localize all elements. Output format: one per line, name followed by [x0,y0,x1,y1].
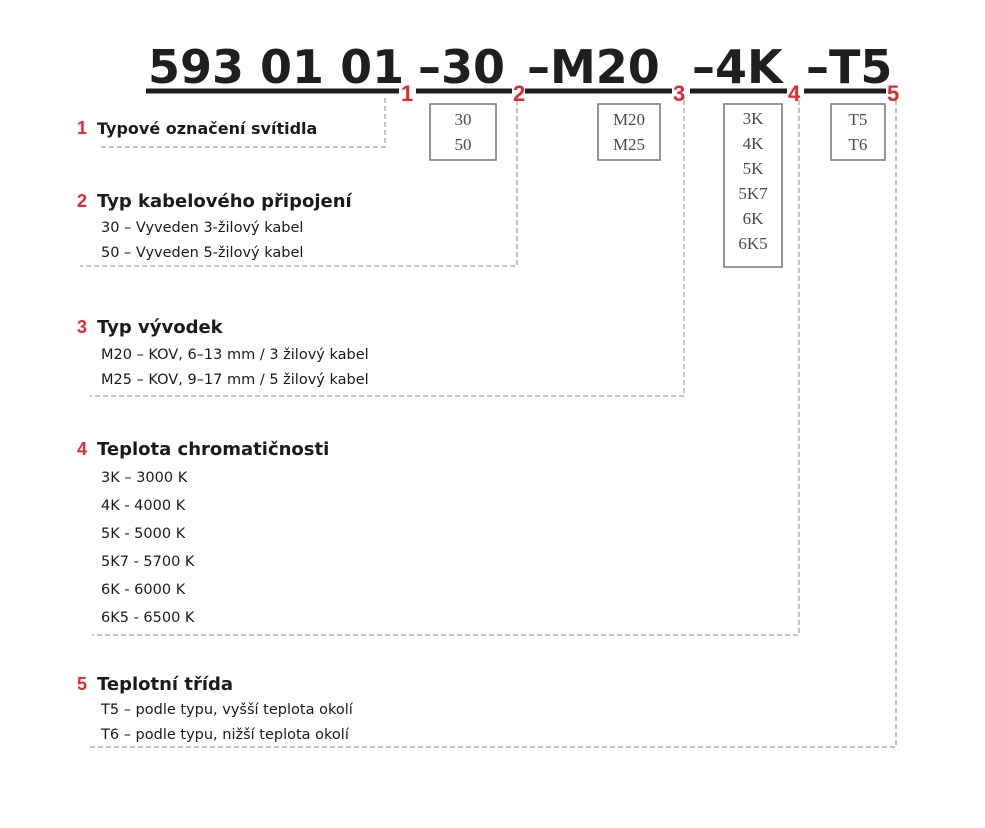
option-value: 30 [455,110,472,129]
option-value: 6K5 [738,234,767,253]
option-value: 4K [743,134,765,153]
connector-5 [90,100,897,748]
section-2: 2 Typ kabelového připojení 30 – Vyveden … [77,191,353,261]
code-number-1: 1 [401,81,413,106]
option-box-cable: 30 50 [429,103,497,161]
code-segment-3: –M20 [527,40,660,94]
option-value: 6K [743,209,765,228]
section-item: M20 – KOV, 6–13 mm / 3 žilový kabel [101,347,369,363]
ordering-code: 593 01 01 1 –30 2 –M20 3 –4K 4 –T5 5 [146,40,899,106]
section-title: Teplotní třída [97,674,233,695]
section-4: 4 Teplota chromatičnosti 3K – 3000 K 4K … [77,439,329,626]
option-value: M20 [613,110,645,129]
option-box-color-temperature: 3K 4K 5K 5K7 6K 6K5 [723,103,783,268]
option-value: M25 [613,135,645,154]
section-title: Typ vývodek [97,317,224,338]
option-value: 5K7 [738,184,768,203]
code-segment-1: 593 01 01 [148,40,404,94]
connector-lines [80,98,897,748]
section-5: 5 Teplotní třída T5 – podle typu, vyšší … [77,674,354,743]
section-item: 5K - 5000 K [101,526,186,542]
section-item: 3K – 3000 K [101,470,188,486]
section-item: 5K7 - 5700 K [101,554,195,570]
section-item: T6 – podle typu, nižší teplota okolí [100,727,350,743]
code-segment-4: –4K [692,40,785,94]
option-value: 5K [743,159,765,178]
code-number-4: 4 [788,81,801,106]
option-value: T6 [849,135,868,154]
code-number-3: 3 [673,81,685,106]
section-number: 1 [77,118,87,138]
option-value: 50 [455,135,472,154]
code-segment-5: –T5 [806,40,892,94]
option-value: 3K [743,109,765,128]
option-box-temperature-class: T5 T6 [830,103,886,161]
section-item: 4K - 4000 K [101,498,186,514]
code-segment-2: –30 [418,40,505,94]
section-1: 1 Typové označení svítidla [77,118,317,138]
connector-3 [90,100,685,397]
section-item: 6K5 - 6500 K [101,610,195,626]
code-number-5: 5 [887,81,899,106]
option-value: T5 [849,110,868,129]
connector-1 [98,98,386,148]
option-box-gland: M20 M25 [597,103,661,161]
section-item: 6K - 6000 K [101,582,186,598]
section-number: 4 [77,439,87,459]
section-title: Teplota chromatičnosti [97,439,329,460]
section-number: 2 [77,191,87,211]
connector-4 [92,100,800,636]
section-3: 3 Typ vývodek M20 – KOV, 6–13 mm / 3 žil… [77,317,369,388]
section-item: 50 – Vyveden 5-žilový kabel [101,245,303,261]
section-item: T5 – podle typu, vyšší teplota okolí [100,702,354,718]
section-item: M25 – KOV, 9–17 mm / 5 žilový kabel [101,372,369,388]
section-number: 3 [77,317,87,337]
connector-2 [80,100,518,267]
section-number: 5 [77,674,87,694]
section-title: Typ kabelového připojení [97,191,353,212]
section-item: 30 – Vyveden 3-žilový kabel [101,220,303,236]
section-title: Typové označení svítidla [97,119,317,138]
code-number-2: 2 [513,81,525,106]
